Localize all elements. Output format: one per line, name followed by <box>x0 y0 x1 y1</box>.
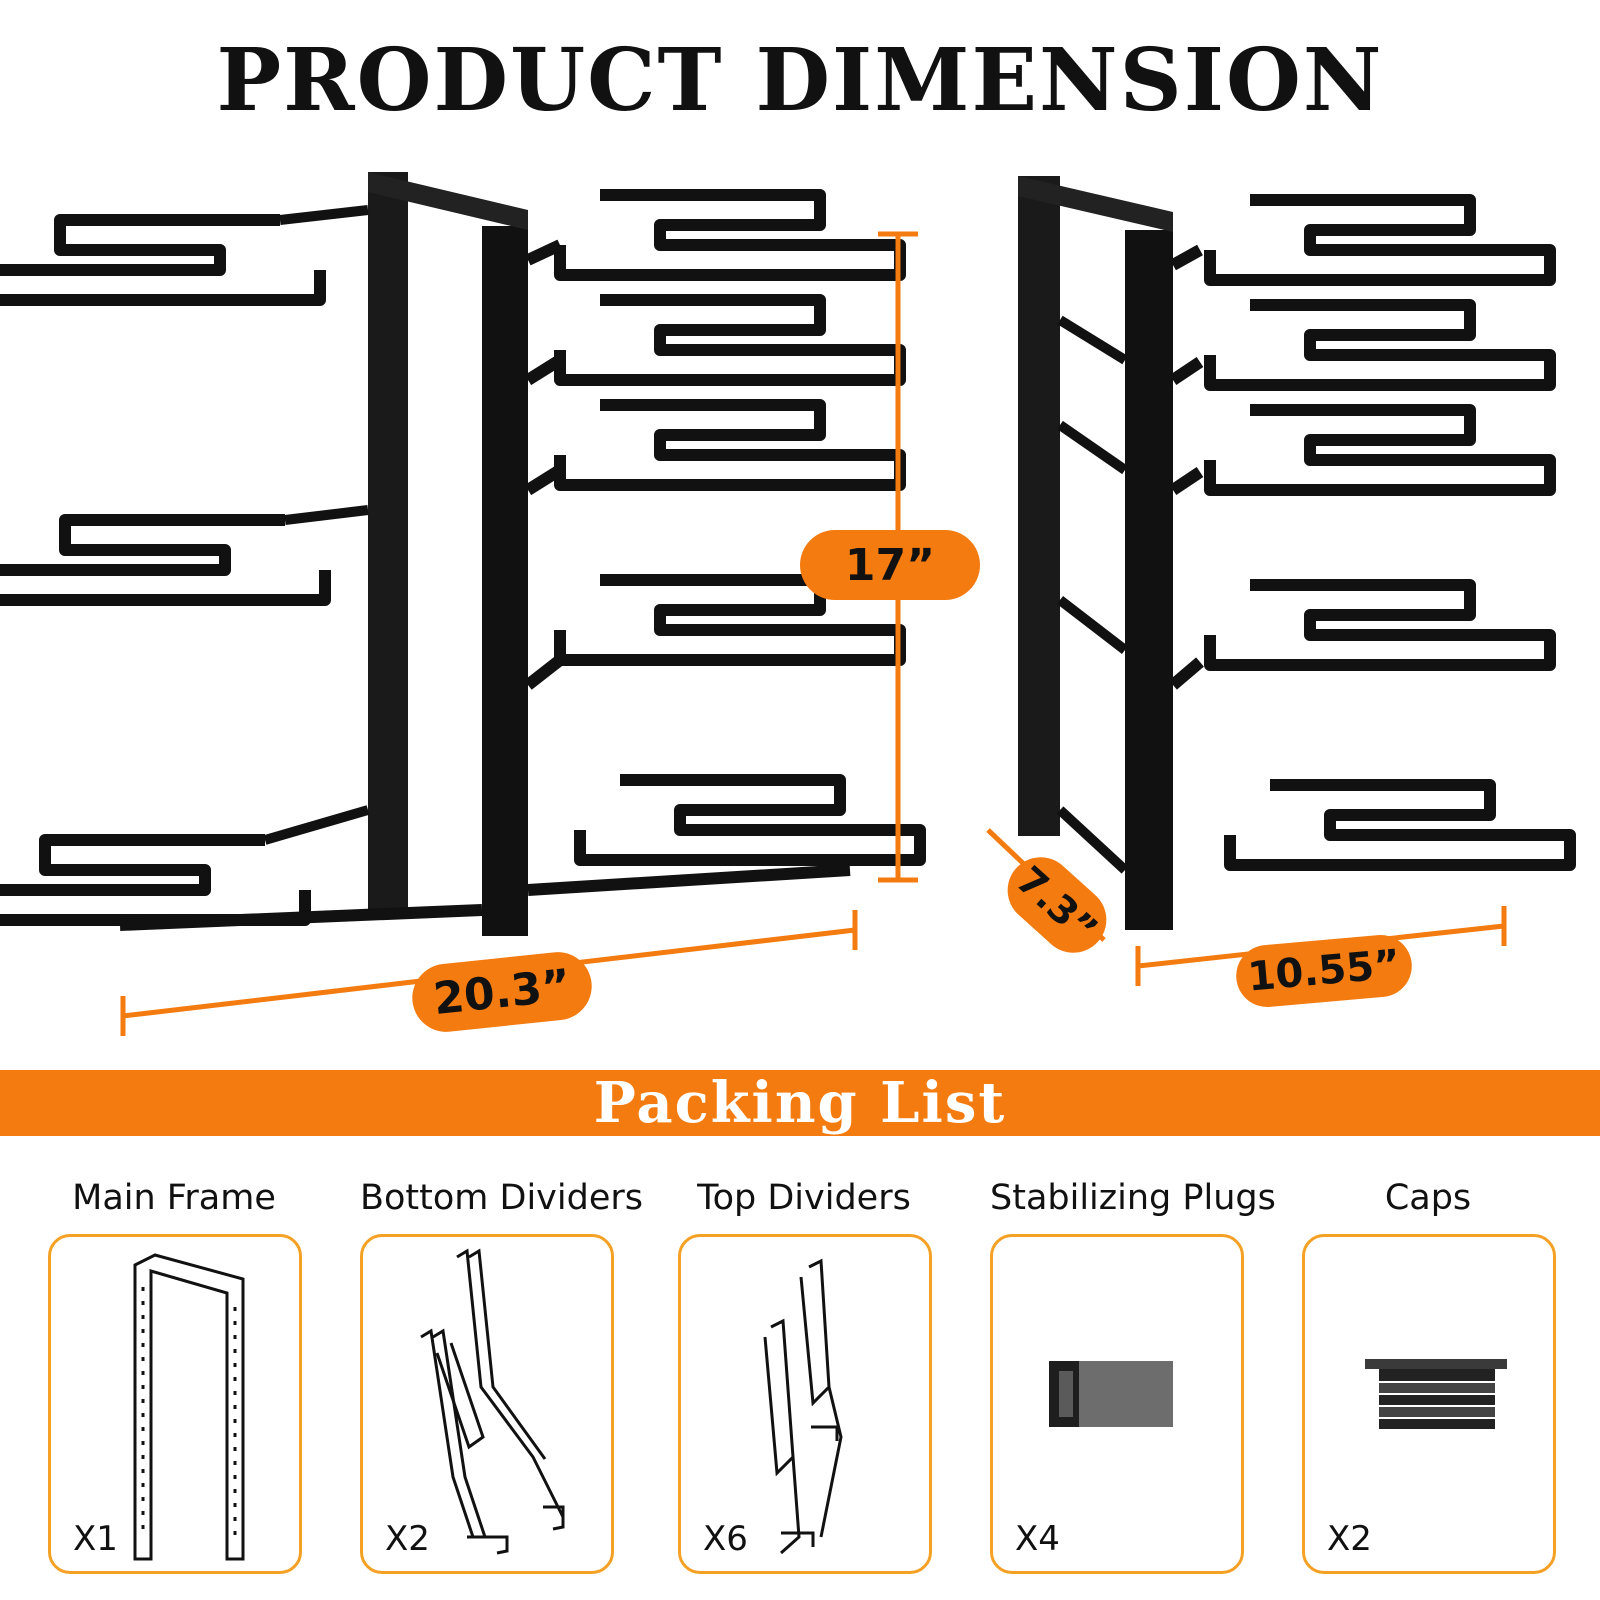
item-box: X1 <box>48 1234 302 1574</box>
item-box: X2 <box>1302 1234 1556 1574</box>
packing-item-top-dividers: Top Dividers X6 <box>678 1168 932 1574</box>
narrow-rack <box>1018 176 1570 930</box>
packing-item-caps: Caps X2 <box>1302 1168 1556 1574</box>
item-qty: X1 <box>73 1519 118 1559</box>
page-title: PRODUCT DIMENSION <box>216 30 1384 131</box>
item-label: Caps <box>1384 1178 1472 1218</box>
item-label: Top Dividers <box>697 1178 911 1218</box>
packing-item-main-frame: Main Frame X1 <box>48 1168 302 1574</box>
top-divider-icon <box>763 1258 843 1555</box>
packing-list-title: Packing List <box>593 1070 1007 1136</box>
item-qty: X4 <box>1015 1519 1060 1559</box>
item-qty: X2 <box>1327 1519 1372 1559</box>
item-label: Bottom Dividers <box>360 1178 643 1218</box>
wide-rack <box>0 172 920 936</box>
packing-item-bottom-dividers: Bottom Dividers X2 <box>360 1168 643 1574</box>
bottom-divider-icon <box>420 1248 565 1555</box>
item-label: Main Frame <box>72 1178 276 1218</box>
item-box: X4 <box>990 1234 1244 1574</box>
packing-item-stabilizing-plugs: Stabilizing Plugs X4 <box>990 1168 1276 1574</box>
item-box: X2 <box>360 1234 614 1574</box>
item-box: X6 <box>678 1234 932 1574</box>
cap-icon <box>1365 1359 1507 1429</box>
item-label: Stabilizing Plugs <box>990 1178 1276 1218</box>
item-qty: X6 <box>703 1519 748 1559</box>
product-illustration <box>0 172 1600 1036</box>
main-frame-icon <box>133 1253 245 1561</box>
item-qty: X2 <box>385 1519 430 1559</box>
packing-list-banner: Packing List <box>0 1070 1600 1136</box>
stabilizing-plug-icon <box>1049 1361 1173 1427</box>
height-dimension-label: 17” <box>800 530 980 600</box>
